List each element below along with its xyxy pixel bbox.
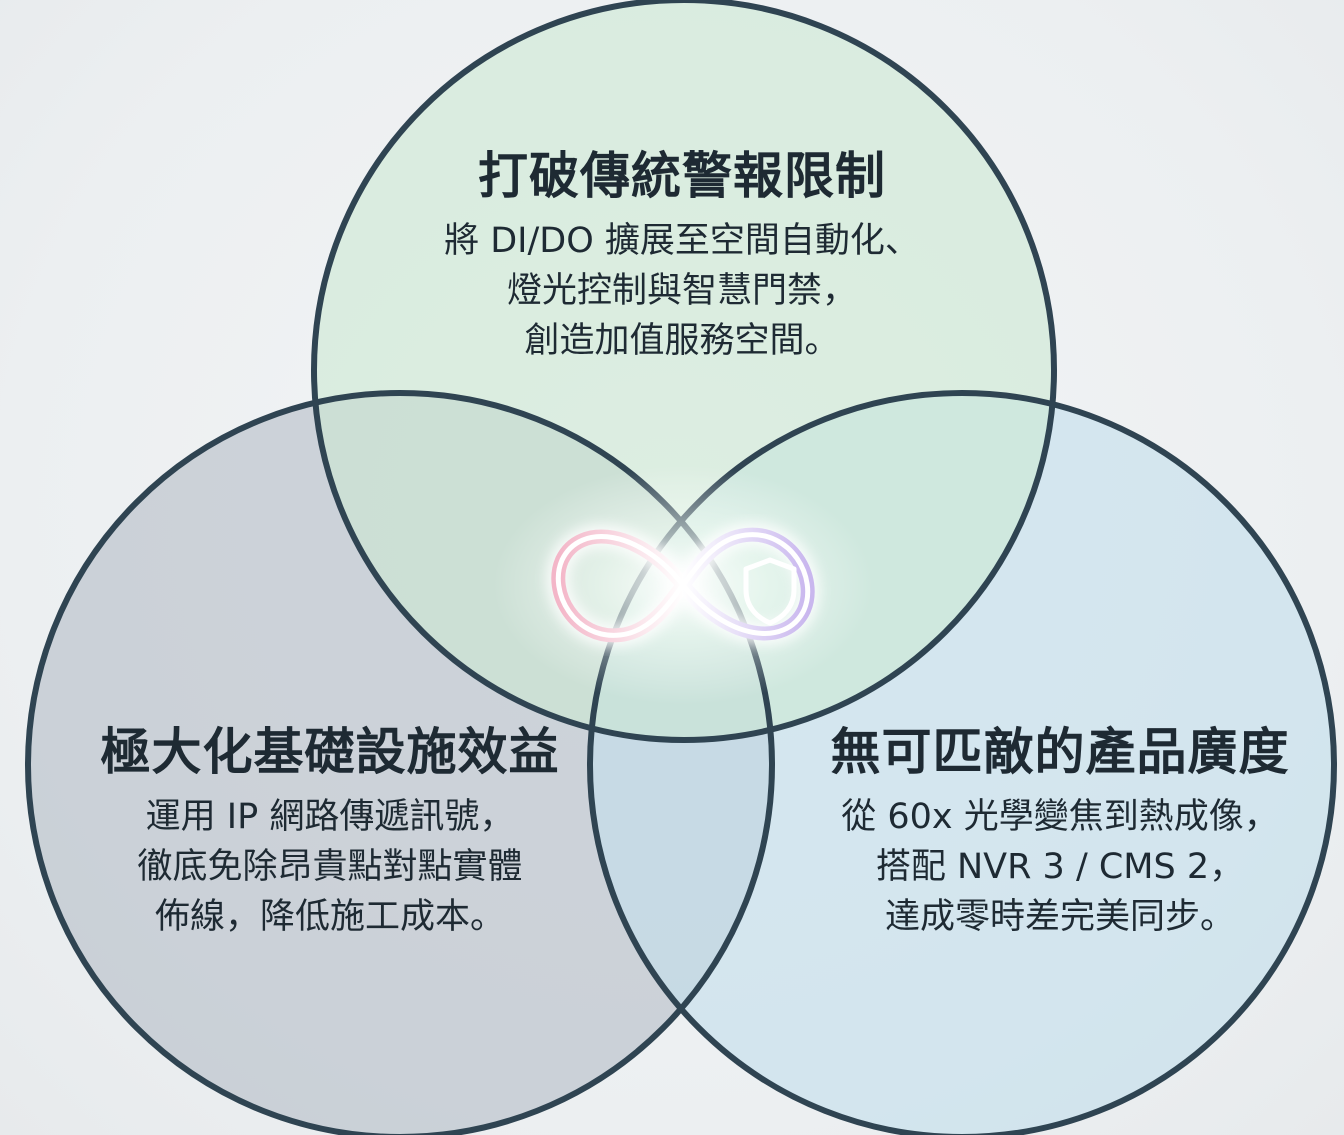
circle-top-outline	[311, 0, 1057, 743]
top-circle-title: 打破傳統警報限制	[478, 147, 886, 205]
right-circle-line: 達成零時差完美同步。	[884, 897, 1235, 937]
left-circle-line: 佈線，降低施工成本。	[154, 897, 505, 937]
top-circle-description: 將 DI/DO 擴展至空間自動化、 燈光控制與智慧門禁， 創造加值服務空間。	[372, 216, 992, 366]
right-circle-description: 從 60x 光學變焦到熱成像， 搭配 NVR 3 / CMS 2， 達成零時差完…	[760, 792, 1344, 942]
top-circle-line: 將 DI/DO 擴展至空間自動化、	[444, 221, 920, 261]
left-circle-text: 極大化基礎設施效益 運用 IP 網路傳遞訊號， 徹底免除昂貴點對點實體 佈線，降…	[30, 722, 630, 942]
left-circle-line: 徹底免除昂貴點對點實體	[137, 847, 523, 887]
top-circle-line: 創造加值服務空間。	[524, 321, 840, 361]
circle-right-outline	[587, 390, 1337, 1135]
left-circle-title: 極大化基礎設施效益	[100, 723, 560, 781]
infinity-shield-icon	[493, 465, 873, 705]
top-circle-text: 打破傳統警報限制 將 DI/DO 擴展至空間自動化、 燈光控制與智慧門禁， 創造…	[372, 146, 992, 366]
circle-left-outline	[25, 390, 775, 1135]
left-circle-line: 運用 IP 網路傳遞訊號，	[145, 797, 515, 837]
right-circle-line: 搭配 NVR 3 / CMS 2，	[875, 847, 1245, 887]
right-circle-title: 無可匹敵的產品廣度	[830, 723, 1290, 781]
right-circle-text: 無可匹敵的產品廣度 從 60x 光學變焦到熱成像， 搭配 NVR 3 / CMS…	[760, 722, 1344, 942]
right-circle-line: 從 60x 光學變焦到熱成像，	[841, 797, 1279, 837]
top-circle-line: 燈光控制與智慧門禁，	[506, 271, 857, 311]
left-circle-description: 運用 IP 網路傳遞訊號， 徹底免除昂貴點對點實體 佈線，降低施工成本。	[30, 792, 630, 942]
circle-top	[314, 0, 1054, 740]
